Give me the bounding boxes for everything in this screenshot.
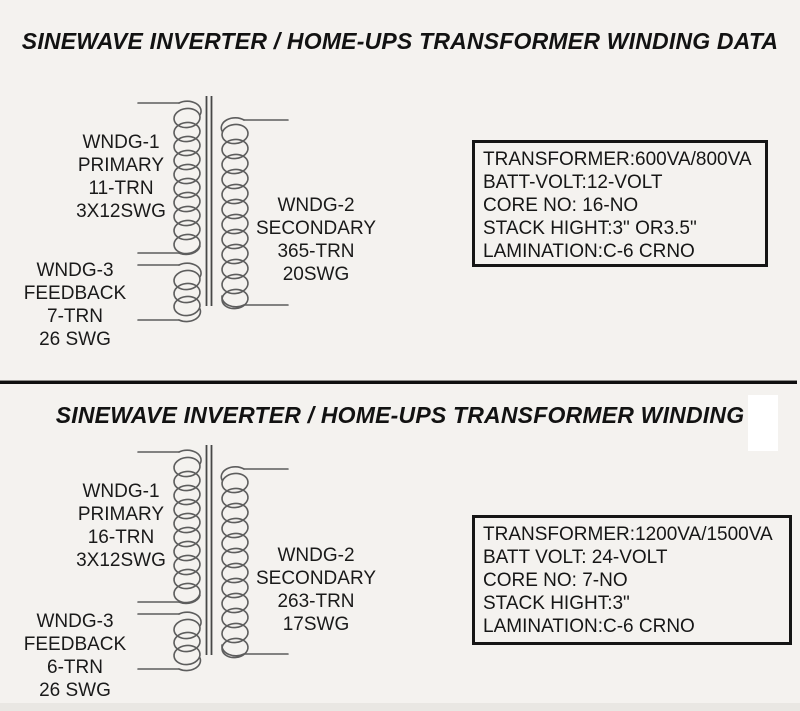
secondary-coil-icon (220, 466, 289, 659)
whiteout-patch (748, 395, 778, 451)
transformer-diagram-1 (137, 96, 289, 323)
spec-line: STACK HIGHT:3" (483, 593, 630, 614)
winding-gauge: 3X12SWG (76, 550, 166, 571)
winding-name: WNDG-1 (82, 481, 160, 502)
winding-role: SECONDARY (255, 568, 376, 589)
spec-line: LAMINATION:C-6 CRNO (483, 616, 695, 637)
winding-role: FEEDBACK (23, 634, 127, 655)
winding-gauge: 17SWG (282, 614, 350, 635)
winding-label-feedback-1: WNDG-3 FEEDBACK 7-TRN 26 SWG (0, 259, 150, 351)
section2-title: SINEWAVE INVERTER / HOME-UPS TRANSFORMER… (55, 402, 745, 428)
winding-label-secondary-1: WNDG-2 SECONDARY 365-TRN 20SWG (240, 194, 392, 286)
winding-turns: 6-TRN (47, 657, 103, 678)
winding-role: FEEDBACK (23, 283, 127, 304)
spec-line: CORE NO: 7-NO (483, 570, 628, 591)
winding-turns: 7-TRN (47, 306, 103, 327)
winding-name: WNDG-2 (277, 195, 355, 216)
spec-line: CORE NO: 16-NO (483, 195, 639, 216)
winding-role: SECONDARY (255, 218, 376, 239)
winding-turns: 16-TRN (87, 527, 155, 548)
feedback-coil-icon (137, 262, 202, 323)
winding-gauge: 20SWG (282, 264, 350, 285)
winding-label-primary-2: WNDG-1 PRIMARY 16-TRN 3X12SWG (45, 480, 197, 572)
spec-line: BATT VOLT: 24-VOLT (483, 547, 668, 568)
winding-name: WNDG-1 (82, 132, 160, 153)
winding-turns: 365-TRN (277, 241, 355, 262)
winding-gauge: 3X12SWG (76, 201, 166, 222)
spec-line: TRANSFORMER:1200VA/1500VA (483, 524, 773, 545)
winding-label-secondary-2: WNDG-2 SECONDARY 263-TRN 17SWG (240, 544, 392, 636)
spec-line: STACK HIGHT:3" OR3.5" (483, 218, 697, 239)
spec-line: TRANSFORMER:600VA/800VA (483, 149, 752, 170)
spec-box-1: TRANSFORMER:600VA/800VA BATT-VOLT:12-VOL… (472, 140, 768, 267)
winding-gauge: 26 SWG (39, 680, 111, 701)
feedback-coil-icon (137, 611, 202, 672)
winding-name: WNDG-3 (36, 611, 114, 632)
spec-line: BATT-VOLT:12-VOLT (483, 172, 663, 193)
winding-name: WNDG-3 (36, 260, 114, 281)
winding-role: PRIMARY (77, 155, 165, 176)
winding-gauge: 26 SWG (39, 329, 111, 350)
winding-label-primary-1: WNDG-1 PRIMARY 11-TRN 3X12SWG (45, 131, 197, 223)
secondary-coil-icon (220, 117, 289, 310)
winding-turns: 11-TRN (88, 178, 154, 199)
spec-line: LAMINATION:C-6 CRNO (483, 241, 695, 262)
core-lines-icon (205, 445, 213, 655)
spec-box-2: TRANSFORMER:1200VA/1500VA BATT VOLT: 24-… (472, 515, 792, 645)
winding-turns: 263-TRN (277, 591, 355, 612)
bottom-edge-strip (0, 703, 800, 711)
primary-coil-icon (137, 100, 202, 256)
section-divider (0, 380, 797, 384)
section1-title: SINEWAVE INVERTER / HOME-UPS TRANSFORMER… (21, 28, 779, 54)
winding-label-feedback-2: WNDG-3 FEEDBACK 6-TRN 26 SWG (0, 610, 150, 702)
primary-coil-icon (137, 449, 202, 605)
core-lines-icon (205, 96, 213, 306)
winding-name: WNDG-2 (277, 545, 355, 566)
winding-role: PRIMARY (77, 504, 165, 525)
transformer-diagram-2 (137, 445, 289, 672)
